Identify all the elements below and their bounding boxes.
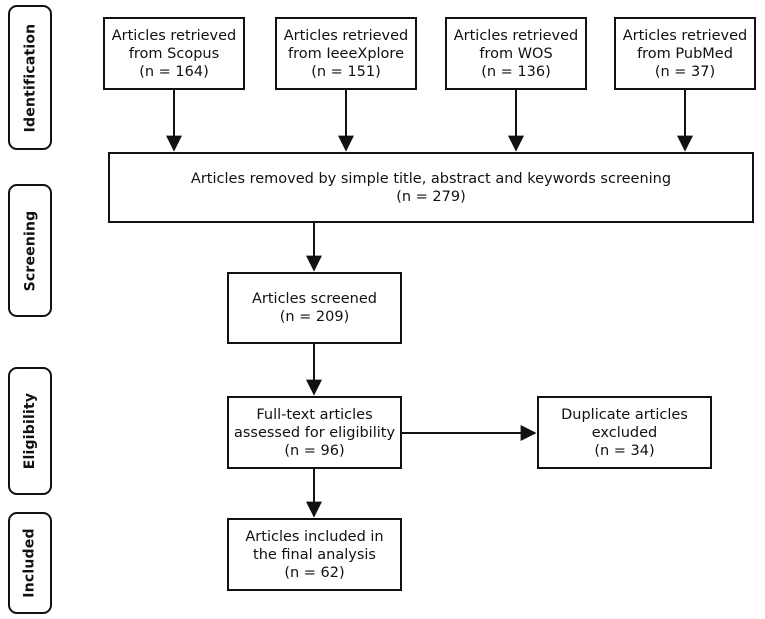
screened-count: (n = 209) xyxy=(279,309,350,325)
source-line2: from WOS xyxy=(479,45,553,62)
source-count: (n = 37) xyxy=(654,63,716,80)
included-line1: Articles included in xyxy=(245,528,384,545)
stage-included: Included xyxy=(8,512,52,614)
fulltext-line1: Full-text articles xyxy=(256,406,373,423)
removed-box: Articles removed by simple title, abstra… xyxy=(108,152,754,223)
stage-screening: Screening xyxy=(8,184,52,317)
source-box-wos: Articles retrieved from WOS (n = 136) xyxy=(445,17,587,90)
source-box-ieeexplore: Articles retrieved from IeeeXplore (n = … xyxy=(275,17,417,90)
stage-eligibility: Eligibility xyxy=(8,367,52,495)
fulltext-box: Full-text articles assessed for eligibil… xyxy=(227,396,402,469)
source-line2: from Scopus xyxy=(128,45,220,62)
removed-text: Articles removed by simple title, abstra… xyxy=(190,170,672,187)
fulltext-line2: assessed for eligibility xyxy=(233,424,396,441)
source-count: (n = 136) xyxy=(481,63,551,80)
included-box: Articles included in the final analysis … xyxy=(227,518,402,591)
source-line2: from PubMed xyxy=(637,45,733,62)
source-box-scopus: Articles retrieved from Scopus (n = 164) xyxy=(103,17,245,90)
screened-text: Articles screened xyxy=(251,291,377,307)
fulltext-count: (n = 96) xyxy=(284,442,345,459)
duplicates-count: (n = 34) xyxy=(594,442,655,459)
source-count: (n = 151) xyxy=(311,63,381,80)
source-line1: Articles retrieved xyxy=(283,27,409,44)
removed-count: (n = 279) xyxy=(396,188,466,205)
source-count: (n = 164) xyxy=(139,63,209,80)
stage-identification: Identification xyxy=(8,5,52,150)
source-line2: from IeeeXplore xyxy=(288,45,404,62)
included-count: (n = 62) xyxy=(284,564,345,581)
duplicates-box: Duplicate articles excluded (n = 34) xyxy=(537,396,712,469)
duplicates-line1: Duplicate articles xyxy=(561,406,688,423)
included-line2: the final analysis xyxy=(253,546,376,563)
duplicates-line2: excluded xyxy=(591,424,658,441)
source-box-pubmed: Articles retrieved from PubMed (n = 37) xyxy=(614,17,756,90)
source-line1: Articles retrieved xyxy=(453,27,579,44)
source-line1: Articles retrieved xyxy=(111,27,237,44)
source-line1: Articles retrieved xyxy=(622,27,748,44)
screened-box: Articles screened (n = 209) xyxy=(227,272,402,344)
